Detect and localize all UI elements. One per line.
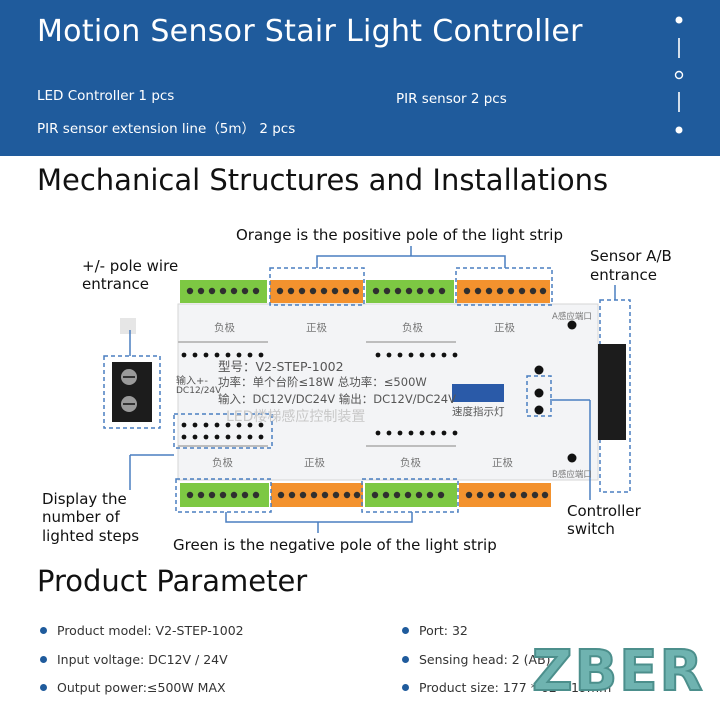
zber-logo: ZBER — [531, 638, 705, 700]
param-output-power: Output power:≤500W MAX — [40, 680, 226, 695]
param-port: Port: 32 — [402, 623, 468, 638]
speed-indicator-label: 速度指示灯 — [452, 406, 505, 418]
device-model-text: 型号：V2-STEP-1002 — [218, 359, 344, 374]
display-callout-line2: number of — [42, 508, 120, 526]
top-orange-terminal-1 — [270, 280, 363, 303]
pole-wire-callout-line2: entrance — [82, 275, 149, 293]
bottom-neg-label-1: 负极 — [212, 457, 233, 469]
device-power-text: 功率：单个台阶≤18W 总功率：≤500W — [218, 375, 427, 389]
device-name-text: LED楼梯感应控制装置 — [226, 409, 366, 425]
logo-text: ZBER — [532, 639, 705, 700]
top-neg-label-2: 负极 — [402, 322, 423, 334]
header-banner: Motion Sensor Stair Light Controller LED… — [0, 0, 720, 156]
page-title: Motion Sensor Stair Light Controller — [37, 14, 583, 49]
switch-callout-line1: Controller — [567, 502, 641, 520]
parameter-section-title: Product Parameter — [37, 564, 308, 598]
mechanical-section-title: Mechanical Structures and Installations — [37, 163, 609, 197]
param-sensing-head: Sensing head: 2 (AB) — [402, 652, 551, 667]
param-input-voltage: Input voltage: DC12V / 24V — [40, 652, 228, 667]
package-item-controller: LED Controller 1 pcs — [37, 88, 175, 104]
input-label: 输入+- — [176, 376, 208, 387]
sensor-callout-line1: Sensor A/B — [590, 247, 672, 265]
controller-board — [177, 303, 599, 481]
input-voltage-label: DC12/24V — [176, 386, 222, 396]
bottom-pos-label-2: 正极 — [492, 457, 513, 469]
orange-pole-callout: Orange is the positive pole of the light… — [236, 226, 563, 244]
sensor-callout-line2: entrance — [590, 266, 657, 284]
bottom-neg-label-2: 负极 — [400, 457, 421, 469]
pole-wire-callout-line1: +/- pole wire — [82, 257, 179, 275]
sensor-port-block — [598, 344, 626, 440]
package-item-pir-sensor: PIR sensor 2 pcs — [396, 91, 507, 107]
sensor-port-b-label: B感应端口 — [552, 470, 592, 480]
switch-callout-line2: switch — [567, 520, 615, 538]
speed-indicator-light — [452, 384, 504, 402]
decorative-dots-icon — [674, 16, 684, 134]
top-neg-label-1: 负极 — [214, 322, 235, 334]
top-pos-label-2: 正极 — [494, 322, 515, 334]
bottom-pos-label-1: 正极 — [304, 457, 325, 469]
device-io-text: 输入：DC12V/DC24V 输出：DC12V/DC24V — [218, 392, 456, 406]
package-item-extension-line: PIR sensor extension line（5m） 2 pcs — [37, 121, 296, 137]
param-product-model: Product model: V2-STEP-1002 — [40, 623, 244, 638]
top-orange-terminal-2 — [457, 280, 550, 303]
display-callout-line3: lighted steps — [42, 527, 140, 545]
green-pole-callout: Green is the negative pole of the light … — [173, 536, 497, 554]
display-callout-line1: Display the — [42, 490, 127, 508]
param-product-size: Product size: 177 * 62 * 19mm — [402, 680, 611, 695]
top-pos-label-1: 正极 — [306, 322, 327, 334]
sensor-port-a-label: A感应端口 — [552, 312, 592, 322]
